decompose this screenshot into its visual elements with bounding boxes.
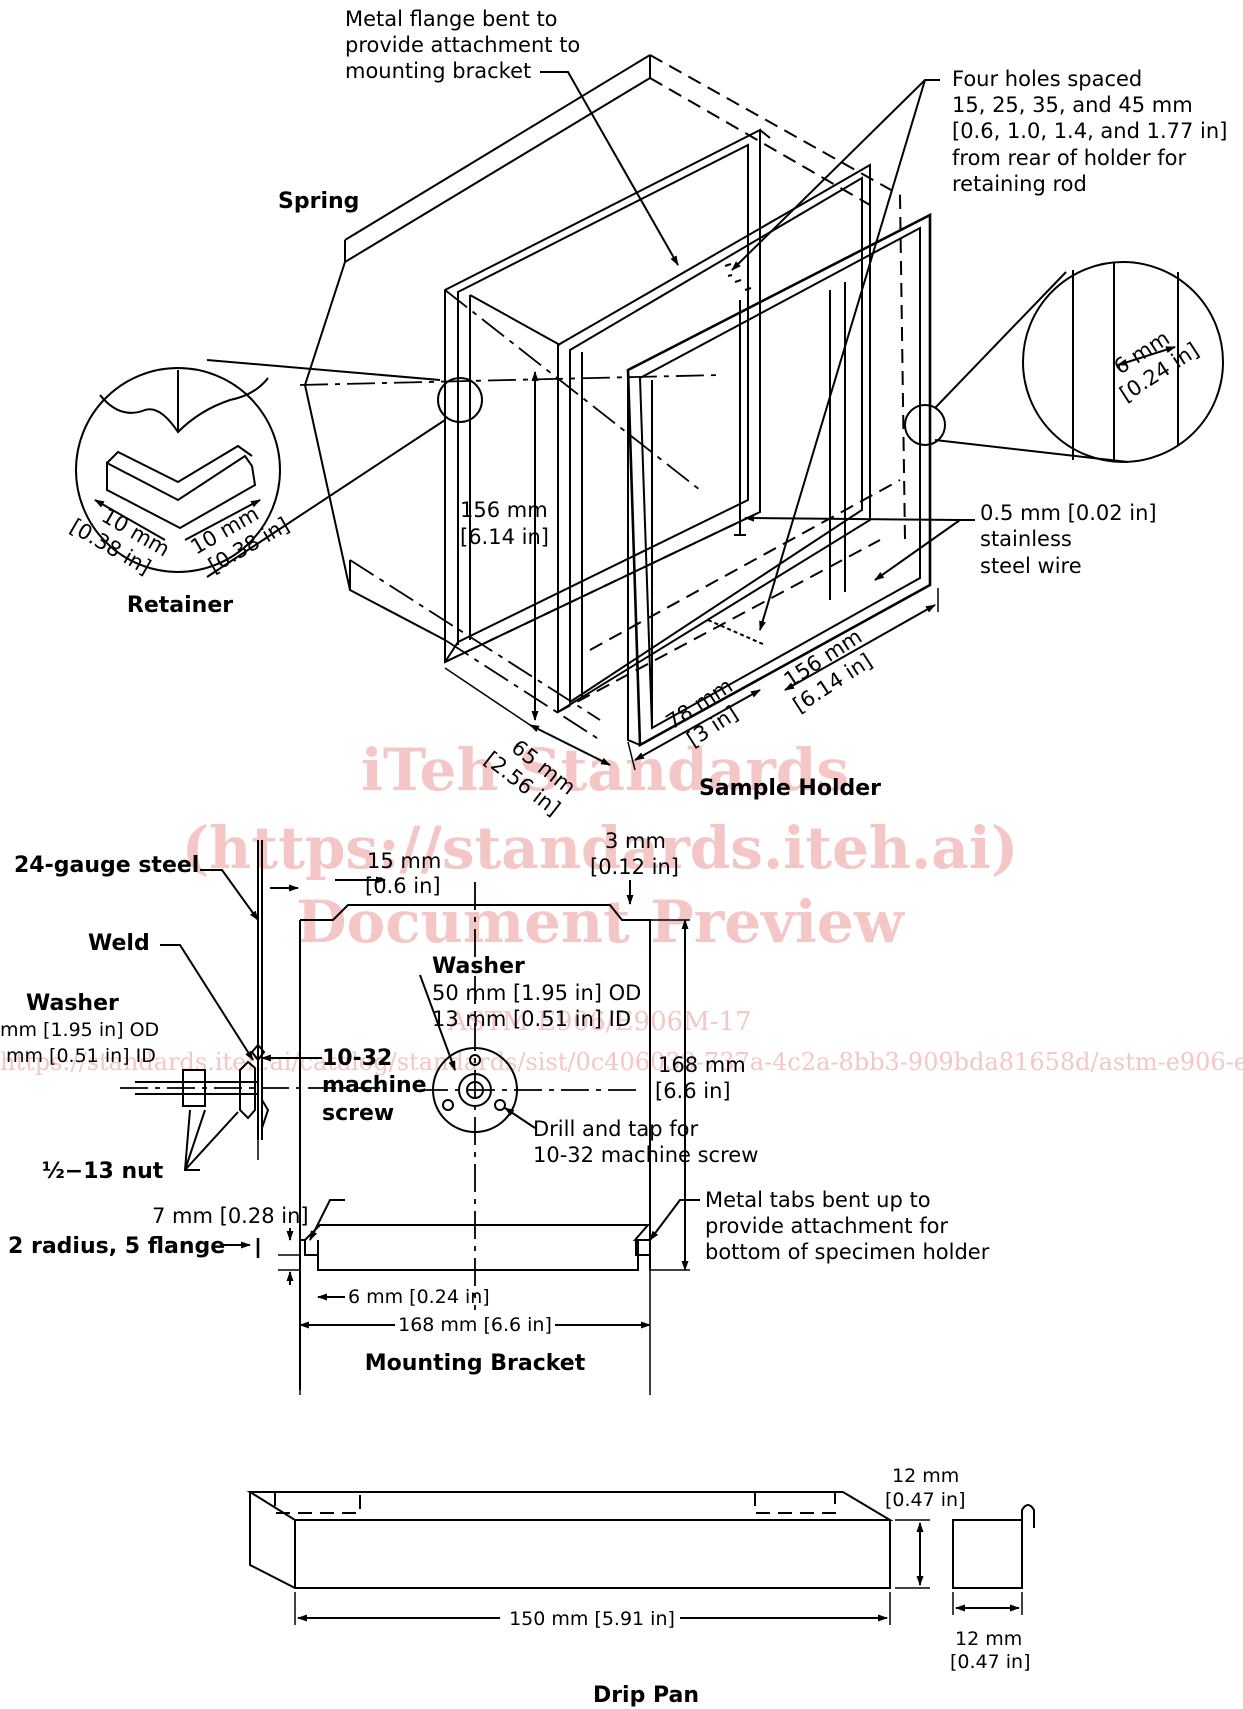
washer-line-1: 50 mm [1.95 in] OD [432,981,641,1005]
screw-label-2: machine [322,1073,427,1098]
watermark: iTeh Standards (https://standards.iteh.a… [0,736,1243,1076]
mounting-bracket-labels: 24-gauge steel Weld Washer mm [1.95 in] … [0,829,990,1376]
tab-width-dim: 6 mm [0.24 in] [348,1286,490,1308]
bracket-height-dim-1: 168 mm [658,1053,746,1077]
radius-label: 2 radius, 5 flange [8,1234,225,1259]
wire-note-3: steel wire [980,554,1082,578]
screw-label-3: screw [322,1101,394,1126]
wire-note-1: 0.5 mm [0.02 in] [980,501,1157,525]
drip-pan-caption: Drip Pan [593,1683,699,1708]
flange-note-3: mounting bracket [345,59,531,83]
top-offset-dim-2: [0.6 in] [365,874,441,898]
drip-pan-width-dim-2: [0.47 in] [950,1651,1031,1673]
watermark-line3: Document Preview [296,888,906,956]
bracket-height-dim-2: [6.6 in] [655,1079,731,1103]
nut-label: ½−13 nut [42,1159,164,1184]
side-washer-title: Washer [26,991,119,1016]
side-washer-line-1: mm [1.95 in] OD [0,1019,159,1041]
holes-note-1: Four holes spaced [952,67,1142,91]
drip-pan-height-dim-2: [0.47 in] [885,1489,966,1511]
tabs-note-2: provide attachment for [705,1214,948,1238]
tab-height-dim: 7 mm [0.28 in] [152,1204,309,1228]
drip-pan-length-dim: 150 mm [5.91 in] [509,1608,675,1630]
height-dim-2: [6.14 in] [460,525,549,549]
bracket-width-dim: 168 mm [6.6 in] [398,1314,552,1336]
watermark-line2: (https://standards.iteh.ai) [182,814,1019,882]
wire-detail [934,261,1224,463]
mounting-bracket-caption: Mounting Bracket [365,1351,586,1376]
tabs-note-3: bottom of specimen holder [705,1240,990,1264]
washer-line-2: 13 mm [0.51 in] ID [432,1007,631,1031]
drip-pan-width-dim-1: 12 mm [955,1628,1022,1650]
spring-label: Spring [278,189,359,214]
height-dim-1: 156 mm [460,498,548,522]
sample-holder-labels: Metal flange bent to provide attachment … [66,7,1227,821]
screw-label-1: 10-32 [322,1046,392,1071]
side-washer-line-2: mm [0.51 in] ID [6,1045,156,1067]
watermark-url: https://standards.iteh.ai/catalog/standa… [0,1048,1243,1076]
washer-title: Washer [432,954,525,979]
top-offset-dim-1: 15 mm [367,849,441,873]
drip-pan-drawing [246,1491,1035,1625]
retainer-caption: Retainer [127,593,233,618]
drill-note-1: Drill and tap for [533,1117,699,1141]
notch-dim-2: [0.12 in] [590,855,679,879]
wire-note-2: stainless [980,527,1072,551]
gauge-label: 24-gauge steel [14,853,199,878]
flange-note-2: provide attachment to [345,33,580,57]
notch-dim-1: 3 mm [605,829,666,853]
retainer-detail [75,359,446,578]
sample-holder-dimensions [444,71,975,771]
drill-note-2: 10-32 machine screw [533,1143,758,1167]
drip-pan-labels: 150 mm [5.91 in] 12 mm [0.47 in] 12 mm [… [500,1465,1031,1708]
mounting-bracket-drawing [120,840,700,1395]
holes-note-2: 15, 25, 35, and 45 mm [952,93,1193,117]
drip-pan-height-dim-1: 12 mm [892,1465,959,1487]
holes-note-3: [0.6, 1.0, 1.4, and 1.77 in] [952,119,1227,143]
holes-note-5: retaining rod [952,172,1087,196]
weld-label: Weld [88,931,150,956]
holes-note-4: from rear of holder for [952,146,1187,170]
watermark-doc-code: ASTM E906/E906M-17 [447,1007,751,1037]
tabs-note-1: Metal tabs bent up to [705,1188,931,1212]
flange-note-1: Metal flange bent to [345,7,558,31]
sample-holder-caption: Sample Holder [699,776,881,801]
